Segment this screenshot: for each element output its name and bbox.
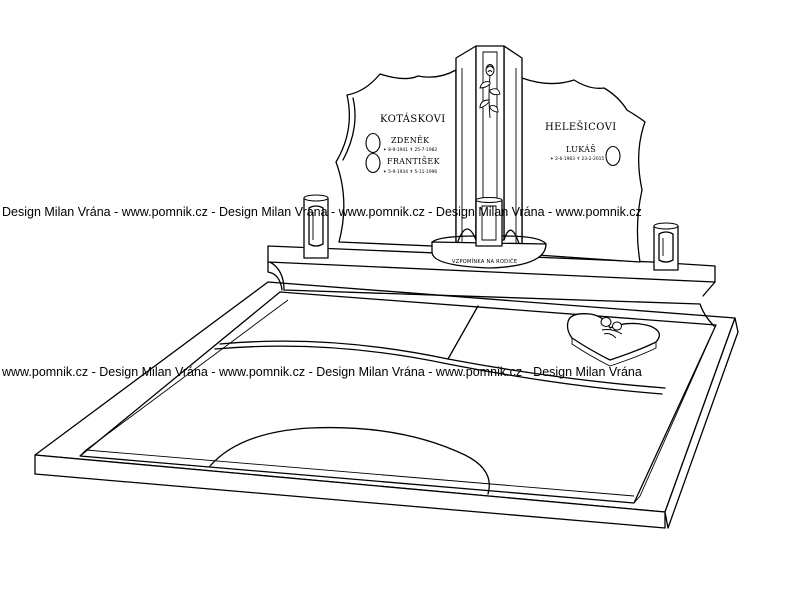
right-family-name: Helešicovi — [545, 121, 617, 133]
watermark-row-1: Design Milan Vrána - www.pomnik.cz - Des… — [2, 205, 642, 219]
portrait-oval-zdenek — [365, 132, 381, 154]
central-column — [455, 45, 523, 255]
right-person1-name: Lukáš — [566, 145, 596, 154]
right-headstone — [521, 77, 646, 263]
plaque-inscription: Vzpomínka na rodiče — [452, 258, 517, 265]
left-person2-dates: ✶ 5-9-1934 ✝ 5-11-1996 — [383, 169, 437, 175]
left-lantern — [303, 194, 329, 259]
watermark-row-2: www.pomnik.cz - Design Milan Vrána - www… — [1, 365, 642, 379]
right-person1-dates: ✶ 2-6-1983 ✝ 23-2-2015 — [550, 156, 604, 162]
cover-slabs — [209, 305, 666, 495]
left-person1-name: Zdeněk — [391, 136, 430, 145]
left-headstone — [335, 69, 457, 248]
center-vase — [475, 197, 503, 247]
portrait-oval-lukas — [605, 145, 621, 167]
grave-frame — [34, 281, 739, 529]
right-lantern — [653, 222, 679, 271]
portrait-oval-frantisek — [365, 152, 381, 174]
heart-plaque — [566, 313, 661, 367]
rose-ornament — [479, 64, 501, 119]
left-person2-name: František — [387, 157, 441, 166]
left-family-name: Kotáskovi — [380, 113, 446, 125]
left-person1-dates: ✶ 8-9-1941 ✝ 25-7-1982 — [383, 147, 437, 153]
